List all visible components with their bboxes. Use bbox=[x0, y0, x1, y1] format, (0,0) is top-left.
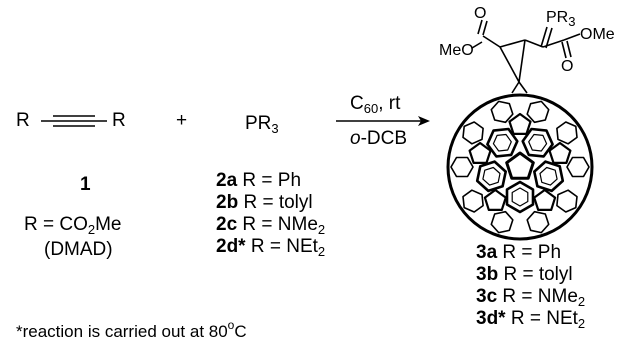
product-o-bottom: O bbox=[561, 58, 574, 75]
footnote-degree: o bbox=[227, 318, 235, 332]
compound-subscript: 2 bbox=[317, 222, 326, 237]
r-def-prefix: R = CO bbox=[24, 214, 88, 235]
arrow-condition-below: o-DCB bbox=[350, 128, 407, 150]
phosphine-sub: 3 bbox=[271, 121, 279, 136]
compound-label: 3d* R = NEt2 bbox=[476, 308, 585, 335]
alkyne-r-left: R bbox=[16, 110, 30, 131]
arrow-condition-above: C60, rt bbox=[350, 93, 400, 120]
compound-subscript: 2 bbox=[577, 294, 586, 309]
compound-1-definition: R = CO2Me bbox=[24, 214, 122, 241]
compound-label: 3c R = NMe2 bbox=[476, 286, 585, 313]
solvent-italic: o bbox=[350, 128, 361, 149]
compound-label: 3a R = Ph bbox=[476, 242, 561, 264]
compound-substituent: R = NEt bbox=[245, 236, 318, 257]
compound-id: 3b bbox=[476, 264, 499, 285]
compound-substituent: R = NMe bbox=[237, 214, 318, 235]
product-ome: OMe bbox=[580, 26, 615, 43]
product-o-left: O bbox=[474, 5, 487, 22]
reagent-main: C bbox=[350, 93, 364, 114]
compound-label: 2b R = tolyl bbox=[216, 192, 313, 214]
compound-1-name: (DMAD) bbox=[44, 239, 113, 260]
solvent-rest: -DCB bbox=[360, 128, 408, 149]
pr3-main: PR bbox=[546, 9, 569, 26]
compound-label: 2c R = NMe2 bbox=[216, 214, 325, 241]
product-side-chain bbox=[471, 19, 581, 94]
footnote-unit: C bbox=[234, 322, 247, 341]
footnote: *reaction is carried out at 80oC bbox=[16, 314, 247, 343]
phosphine-main: PR bbox=[245, 113, 272, 134]
compound-substituent: R = tolyl bbox=[498, 264, 573, 285]
reaction-arrow bbox=[336, 116, 430, 126]
reagent-sub: 60 bbox=[363, 101, 379, 116]
plus-sign: + bbox=[176, 110, 188, 131]
compound-label: 3b R = tolyl bbox=[476, 264, 573, 286]
r-def-suffix: Me bbox=[95, 214, 122, 235]
compound-id: 2b bbox=[216, 192, 239, 213]
reagent-rest: , rt bbox=[378, 93, 401, 114]
footnote-text: *reaction is carried out at 80 bbox=[16, 322, 228, 341]
compound-id: 2c bbox=[216, 214, 238, 235]
r-def-sub: 2 bbox=[87, 222, 96, 237]
compound-id: 3d* bbox=[476, 308, 506, 329]
compound-substituent: R = Ph bbox=[497, 242, 562, 263]
compound-subscript: 2 bbox=[317, 244, 326, 259]
alkyne-triple-bond bbox=[41, 115, 107, 127]
compound-label: 2d* R = NEt2 bbox=[216, 236, 325, 263]
compound-substituent: R = NMe bbox=[497, 286, 578, 307]
alkyne-r-right: R bbox=[112, 110, 126, 131]
compound-id: 2d* bbox=[216, 236, 246, 257]
pr3-sub: 3 bbox=[568, 14, 576, 29]
compound-id: 2a bbox=[216, 170, 238, 191]
c60-fullerene-icon bbox=[446, 93, 594, 241]
compound-1-number: 1 bbox=[80, 174, 91, 195]
compound-substituent: R = NEt bbox=[505, 308, 578, 329]
compound-subscript: 2 bbox=[577, 316, 586, 331]
compound-substituent: R = Ph bbox=[237, 170, 302, 191]
phosphine-formula: PR3 bbox=[245, 113, 279, 140]
product-pr3: PR3 bbox=[546, 7, 575, 33]
product-meo: MeO bbox=[439, 42, 474, 59]
compound-substituent: R = tolyl bbox=[238, 192, 313, 213]
compound-label: 2a R = Ph bbox=[216, 170, 301, 192]
compound-id: 3c bbox=[476, 286, 498, 307]
compound-id: 3a bbox=[476, 242, 498, 263]
